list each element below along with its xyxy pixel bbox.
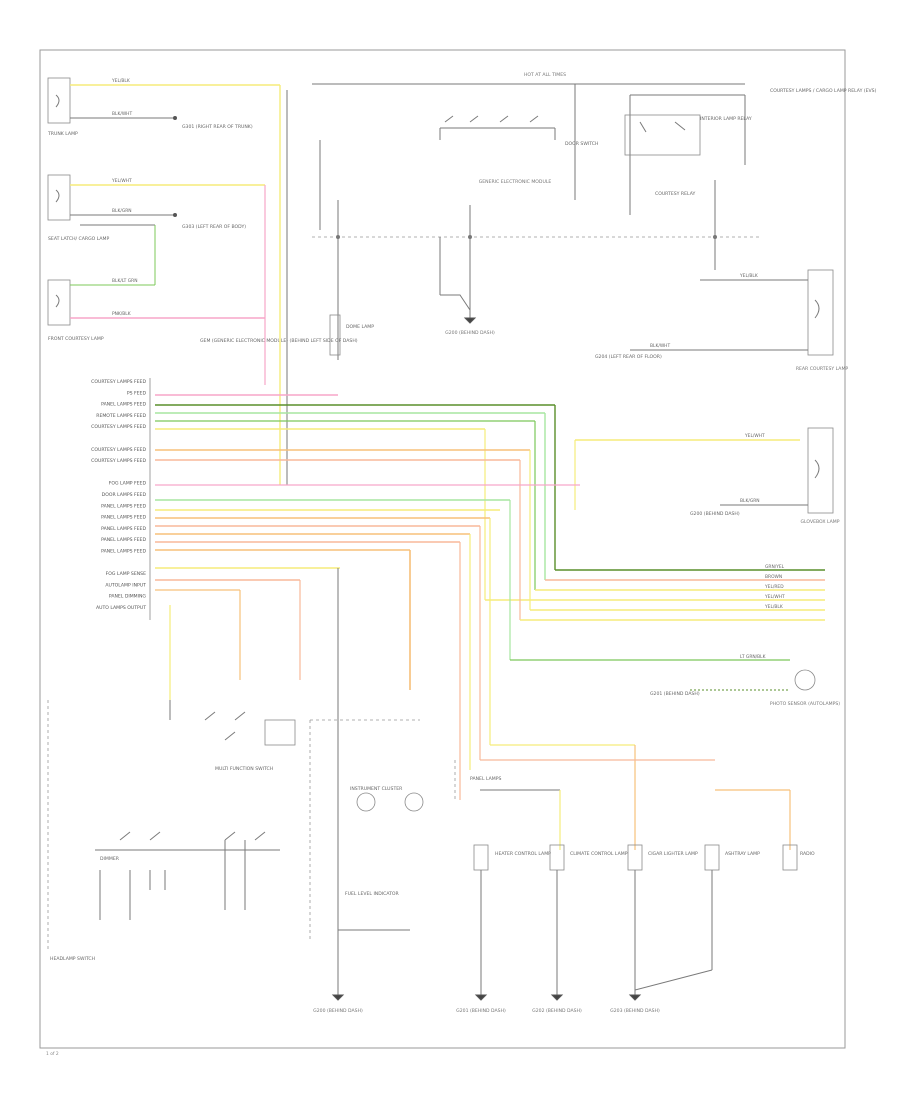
trunk-ground-label: G301 (RIGHT REAR OF TRUNK)	[182, 124, 253, 130]
gem-wires	[155, 394, 825, 995]
seat-lamp: SEAT LATCH/ CARGO LAMP G303 (LEFT REAR O…	[47, 174, 265, 285]
courtesy-relay-label2: COURTESY RELAY	[655, 191, 695, 197]
connector-label: PANEL LAMPS FEED	[101, 515, 146, 521]
rear-courtesy-lamp: REAR COURTESY LAMP G204 (LEFT REAR OF FL…	[595, 269, 849, 372]
door-switch-label: DOOR SWITCH	[565, 141, 598, 147]
front-courtesy-lamp: FRONT COURTESY LAMP GEM (GENERIC ELECTRO…	[47, 185, 358, 385]
gem-connector: COURTESY LAMPS FEED PS FEED PANEL LAMPS FE…	[91, 378, 151, 620]
photo-ground-label: G201 (BEHIND DASH)	[650, 691, 700, 697]
photo-sensor-label: PHOTO SENSOR (AUTOLAMPS)	[770, 701, 840, 707]
panel-lamps-label: PANEL LAMPS	[470, 776, 502, 782]
trunk-lamp: TRUNK LAMP G301 (RIGHT REAR OF TRUNK) YE…	[47, 77, 280, 137]
wire-label-r4: YEL/WHT	[764, 594, 785, 600]
climate-lamp-label: CLIMATE CONTROL LAMP	[570, 851, 628, 857]
seat-wire-label2: BLK/GRN	[112, 208, 132, 214]
gem-module-label: GEM (GENERIC ELECTRONIC MODULE) (BEHIND …	[200, 338, 358, 344]
dimmer-label: DIMMER	[100, 856, 120, 862]
trunk-lamp-label: TRUNK LAMP	[47, 131, 78, 137]
top-bus: HOT AT ALL TIMES COURTESY LAMPS / CARGO …	[312, 72, 877, 238]
glovebox-ground-label: G200 (BEHIND DASH)	[690, 511, 740, 517]
interior-relay-label: INTERIOR LAMP RELAY	[700, 116, 752, 122]
multi-function-switch: MULTI FUNCTION SWITCH DIMMER HEADLAMP SW…	[47, 700, 296, 962]
connector-label: PANEL DIMMING	[109, 594, 147, 600]
seat-wire-label: YEL/WHT	[111, 178, 132, 184]
connector-label: FOG LAMP SENSE	[106, 571, 146, 577]
connector-label: PANEL LAMPS FEED	[101, 549, 146, 555]
connector-label: PANEL LAMPS FEED	[101, 402, 146, 408]
ground-label-g202: G202 (BEHIND DASH)	[532, 1008, 582, 1014]
ground-label-g200: G200 (BEHIND DASH)	[313, 1008, 363, 1014]
dome-lamp-label: DOME LAMP	[346, 324, 374, 330]
rear-wire-label2: BLK/WHT	[650, 343, 670, 349]
ground-label-g201: G201 (BEHIND DASH)	[456, 1008, 506, 1014]
connector-label: PANEL LAMPS FEED	[101, 526, 146, 532]
connector-label: COURTESY LAMPS FEED	[91, 458, 146, 464]
rear-lamp-label: REAR COURTESY LAMP	[796, 366, 849, 372]
connector-label: COURTESY LAMPS FEED	[91, 424, 146, 430]
connector-label: AUTO LAMPS OUTPUT	[96, 605, 146, 611]
front-wire-label2: PNK/BLK	[112, 311, 131, 317]
connector-label: FOG LAMP FEED	[109, 481, 147, 487]
ashtray-lamp-label: ASHTRAY LAMP	[725, 851, 760, 857]
heater-lamp-label: HEATER CONTROL LAMP	[495, 851, 551, 857]
rear-wire-label: YEL/BLK	[739, 273, 758, 279]
dome-lamp: DOME LAMP	[329, 314, 374, 356]
headlamp-switch-label: HEADLAMP SWITCH	[50, 956, 95, 962]
interior-relay: INTERIOR LAMP RELAY COURTESY RELAY	[624, 114, 752, 197]
wire-label-r2: BROWN	[765, 574, 782, 580]
trunk-wire-label2: BLK/WHT	[112, 111, 132, 117]
glovebox-lamp: GLOVEBOX LAMP G200 (BEHIND DASH) YEL/WHT…	[690, 427, 840, 525]
seat-ground-label: G303 (LEFT REAR OF BODY)	[182, 224, 246, 230]
glovebox-wire-label2: BLK/GRN	[740, 498, 760, 504]
connector-label: COURTESY LAMPS FEED	[91, 379, 146, 385]
connector-label: COURTESY LAMPS FEED	[91, 447, 146, 453]
wire-label-r3: YEL/RED	[764, 584, 784, 590]
front-wire-label: BLK/LT GRN	[112, 278, 137, 284]
seat-lamp-label: SEAT LATCH/ CARGO LAMP	[48, 236, 109, 242]
fuel-indicator-label: FUEL LEVEL INDICATOR	[345, 891, 400, 897]
cluster-label: INSTRUMENT CLUSTER	[350, 786, 403, 792]
panel-lamps-row: PANEL LAMPS HEATER CONTROL LAMP G201 (BE…	[454, 760, 815, 1014]
radio-label: RADIO	[800, 851, 815, 857]
hot-at-all-times-label: HOT AT ALL TIMES	[524, 72, 566, 78]
glovebox-lamp-label: GLOVEBOX LAMP	[800, 519, 839, 525]
ground-top-center: G200 (BEHIND DASH)	[445, 310, 495, 336]
wire-label-r1: GRN/YEL	[765, 564, 785, 570]
connector-label: PS FEED	[127, 390, 147, 396]
courtesy-relay-label: COURTESY LAMPS / CARGO LAMP RELAY (EVS)	[770, 88, 877, 94]
trunk-wire-label: YEL/BLK	[111, 78, 130, 84]
photo-sensor: PHOTO SENSOR (AUTOLAMPS) G201 (BEHIND DA…	[650, 669, 840, 707]
connector-label: DOOR LAMPS FEED	[102, 492, 147, 498]
ground-label-top-center: G200 (BEHIND DASH)	[445, 330, 495, 336]
top-drops	[319, 140, 717, 360]
wire-label-r5: YEL/BLK	[764, 604, 783, 610]
connector-label: PANEL LAMPS FEED	[101, 503, 146, 509]
cigar-lamp-label: CIGAR LIGHTER LAMP	[648, 851, 698, 857]
gem-label-top: GENERIC ELECTRONIC MODULE	[479, 179, 552, 185]
rear-ground-label: G204 (LEFT REAR OF FLOOR)	[595, 354, 662, 360]
instrument-cluster: INSTRUMENT CLUSTER FUEL LEVEL INDICATOR …	[309, 719, 424, 1014]
connector-label: AUTOLAMP INPUT	[105, 582, 146, 588]
diagram-frame	[39, 49, 846, 1049]
connector-label: PANEL LAMPS FEED	[101, 537, 146, 543]
front-lamp-label: FRONT COURTESY LAMP	[48, 336, 104, 342]
wire-label-r6: LT GRN/BLK	[740, 654, 766, 660]
door-switch-group: DOOR SWITCH GENERIC ELECTRONIC MODULE	[439, 115, 598, 185]
glovebox-wire-label: YEL/WHT	[744, 433, 765, 439]
connector-label: REMOTE LAMPS FEED	[96, 413, 146, 419]
right-wire-labels: GRN/YEL BROWN YEL/RED YEL/WHT YEL/BLK LT…	[740, 564, 785, 660]
ground-label-g203: G203 (BEHIND DASH)	[610, 1008, 660, 1014]
multi-switch-label: MULTI FUNCTION SWITCH	[215, 766, 273, 772]
page-number: 1 of 2	[46, 1051, 59, 1057]
